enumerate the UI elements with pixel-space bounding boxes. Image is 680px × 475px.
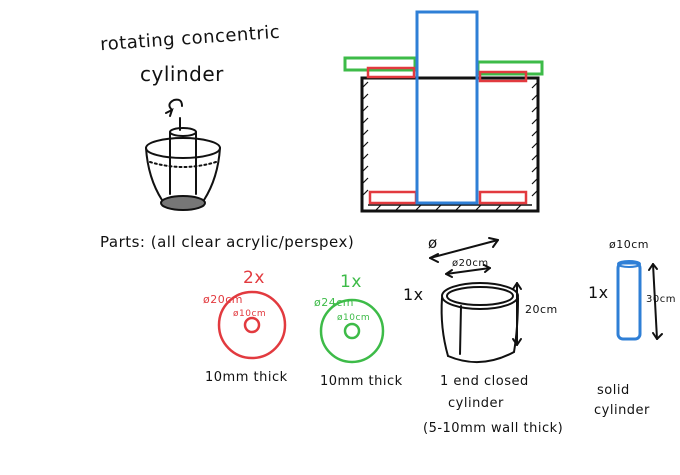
red-ring-inner: ø10cm bbox=[233, 309, 267, 319]
green-ring-thickness: 10mm thick bbox=[320, 374, 403, 389]
cup-caption1: 1 end closed bbox=[440, 374, 529, 389]
red-ring-thickness: 10mm thick bbox=[205, 370, 288, 385]
rod-diameter: ø10cm bbox=[609, 238, 649, 251]
rod-caption1: solid bbox=[597, 383, 630, 398]
parts-heading: Parts: (all clear acrylic/perspex) bbox=[100, 233, 355, 251]
red-ring-outer: ø20cm bbox=[203, 293, 243, 306]
cup-diameter: ø bbox=[428, 234, 438, 252]
rod-count: 1x bbox=[588, 283, 609, 302]
rod-drawing bbox=[616, 260, 663, 341]
concentric-cylinder-sketch bbox=[145, 98, 221, 211]
cup-drawing bbox=[429, 237, 522, 364]
red-ring-drawing bbox=[217, 290, 287, 360]
green-ring-outer: ø24cm bbox=[314, 296, 354, 309]
cup-height: 20cm bbox=[525, 303, 558, 316]
cup-count: 1x bbox=[403, 285, 424, 304]
green-ring-inner: ø10cm bbox=[337, 313, 371, 323]
green-ring-drawing bbox=[319, 298, 385, 364]
rod-length: 30cm bbox=[646, 294, 676, 305]
green-ring-count: 1x bbox=[340, 272, 362, 292]
red-ring-count: 2x bbox=[243, 268, 265, 288]
cup-caption2: cylinder bbox=[448, 396, 504, 411]
rod-caption2: cylinder bbox=[594, 403, 650, 418]
cup-caption3: (5-10mm wall thick) bbox=[423, 421, 564, 436]
title-line2: cylinder bbox=[140, 62, 224, 86]
cross-section-diagram bbox=[343, 10, 544, 213]
cup-inner-diameter: ø20cm bbox=[452, 258, 489, 269]
